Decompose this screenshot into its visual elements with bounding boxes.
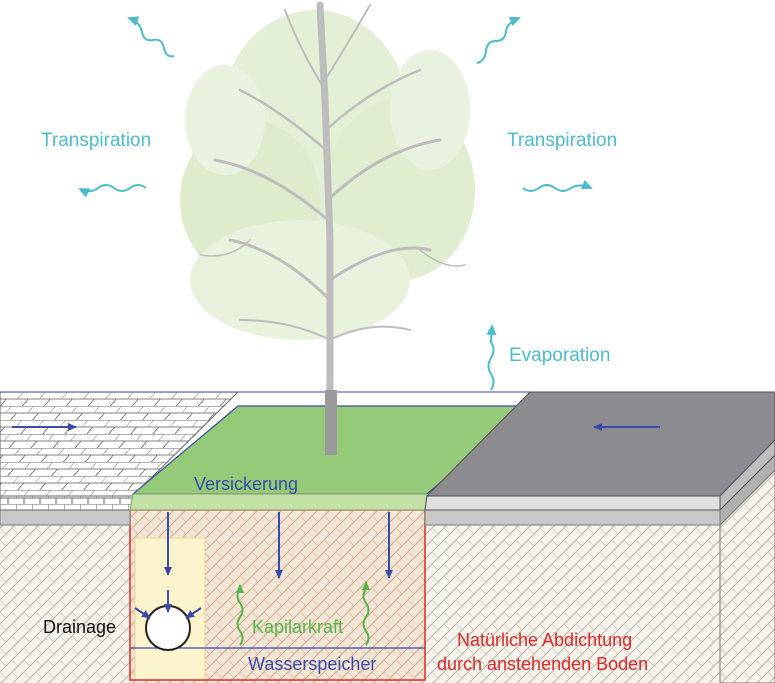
label-abdichtung-line1: Natürliche Abdichtung — [457, 630, 633, 650]
tree-illustration — [180, 1, 475, 434]
label-abdichtung-line2: durch anstehenden Boden — [437, 654, 649, 674]
wavy-arrow-icon — [362, 581, 370, 646]
label-wasserspeicher: Wasserspeicher — [248, 654, 377, 674]
label-transpiration-left: Transpiration — [41, 130, 152, 151]
label-kapillarkraft: Kapilarkraft — [252, 617, 344, 637]
wavy-arrow-icon — [486, 324, 497, 391]
wavy-arrow-icon — [127, 16, 175, 58]
wavy-arrow-icon — [236, 584, 244, 646]
wavy-arrow-icon — [476, 16, 521, 64]
wavy-arrow-icon — [522, 179, 593, 192]
label-transpiration-right: Transpiration — [507, 130, 618, 151]
label-drainage: Drainage — [43, 617, 117, 637]
wavy-arrow-icon — [78, 184, 147, 198]
label-versickerung: Versickerung — [194, 474, 299, 494]
tree-trunk — [325, 390, 337, 455]
label-evaporation: Evaporation — [509, 345, 611, 366]
drain-pipe-icon — [134, 590, 202, 651]
